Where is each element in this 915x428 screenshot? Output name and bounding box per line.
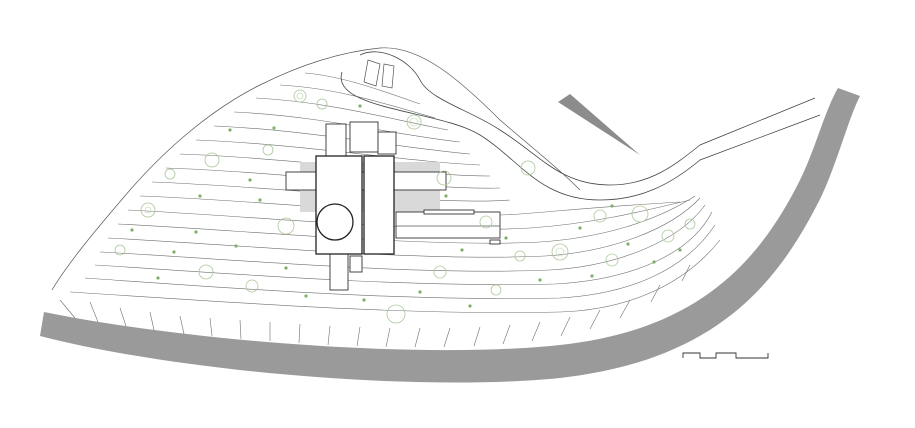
retaining-wall: [40, 88, 860, 383]
north-wedge: [558, 94, 640, 155]
site-boundary: [51, 47, 581, 291]
wall-segment-lines: [59, 264, 691, 348]
building: [285, 121, 501, 291]
shrubs: [130, 104, 682, 308]
scale-bar: [682, 352, 769, 359]
circular-room: [316, 203, 354, 241]
trees: [114, 89, 696, 324]
